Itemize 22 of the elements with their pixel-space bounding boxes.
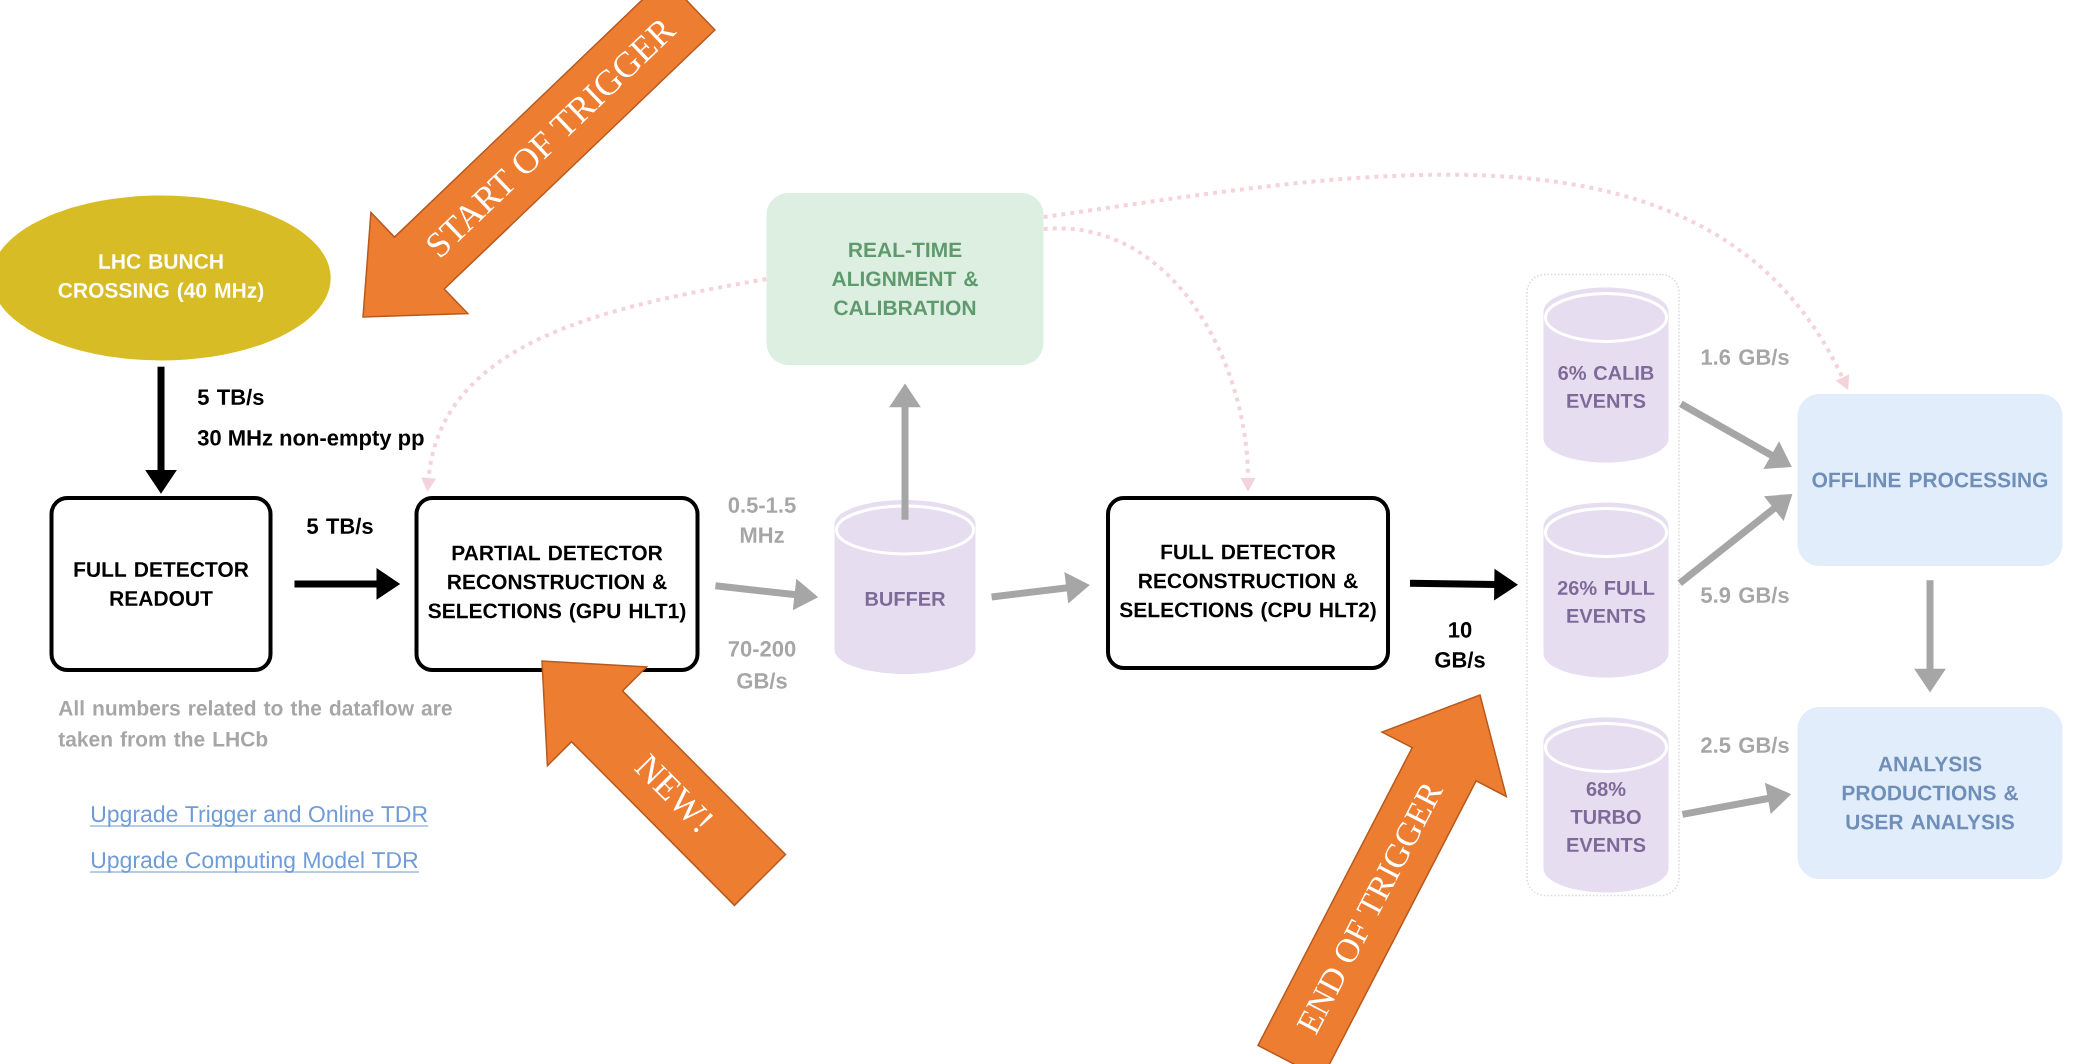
edge-label: 5 TB/s xyxy=(307,517,373,535)
process-box: OFFLINE PROCESSING xyxy=(1797,394,2063,566)
storage-cylinder: 6% CALIB EVENTS xyxy=(1543,287,1669,463)
rate-label: 30 MHz non-empty pp xyxy=(197,430,424,450)
edge-label: 2.5 GB/s xyxy=(1701,736,1789,754)
link: Upgrade Computing Model TDR xyxy=(89,851,420,873)
storage-cylinder: BUFFER xyxy=(834,500,976,674)
edge-label: 0.5-1.5 MHz xyxy=(728,497,796,543)
process-box: FULL DETECTOR RECONSTRUCTION & SELECTIONS (CPU HLT2) xyxy=(1106,496,1390,670)
process-box: REAL-TIME ALIGNMENT & CALIBRATION xyxy=(766,193,1044,365)
process-box: ANALYSIS PRODUCTIONS & USER ANALYSIS xyxy=(1797,707,2063,879)
storage-cylinder: 68% TURBO EVENTS xyxy=(1543,717,1669,893)
storage-cylinder: 26% FULL EVENTS xyxy=(1543,502,1669,678)
link: Upgrade Trigger and Online TDR xyxy=(89,805,429,827)
note-text: All numbers related to the dataflow are taken from the LHCb xyxy=(58,700,452,747)
edge-label: 5 TB/s xyxy=(197,388,264,406)
edge-label: 5.9 GB/s xyxy=(1701,586,1789,604)
edge-label: 10 GB/s xyxy=(1435,622,1485,668)
process-box: PARTIAL DETECTOR RECONSTRUCTION & SELECTIONS (GPU HLT1) xyxy=(414,496,700,672)
edge-label: 1.6 GB/s xyxy=(1701,348,1789,366)
process-box: FULL DETECTOR READOUT xyxy=(49,496,273,672)
dotted-group-box xyxy=(1526,273,1680,897)
